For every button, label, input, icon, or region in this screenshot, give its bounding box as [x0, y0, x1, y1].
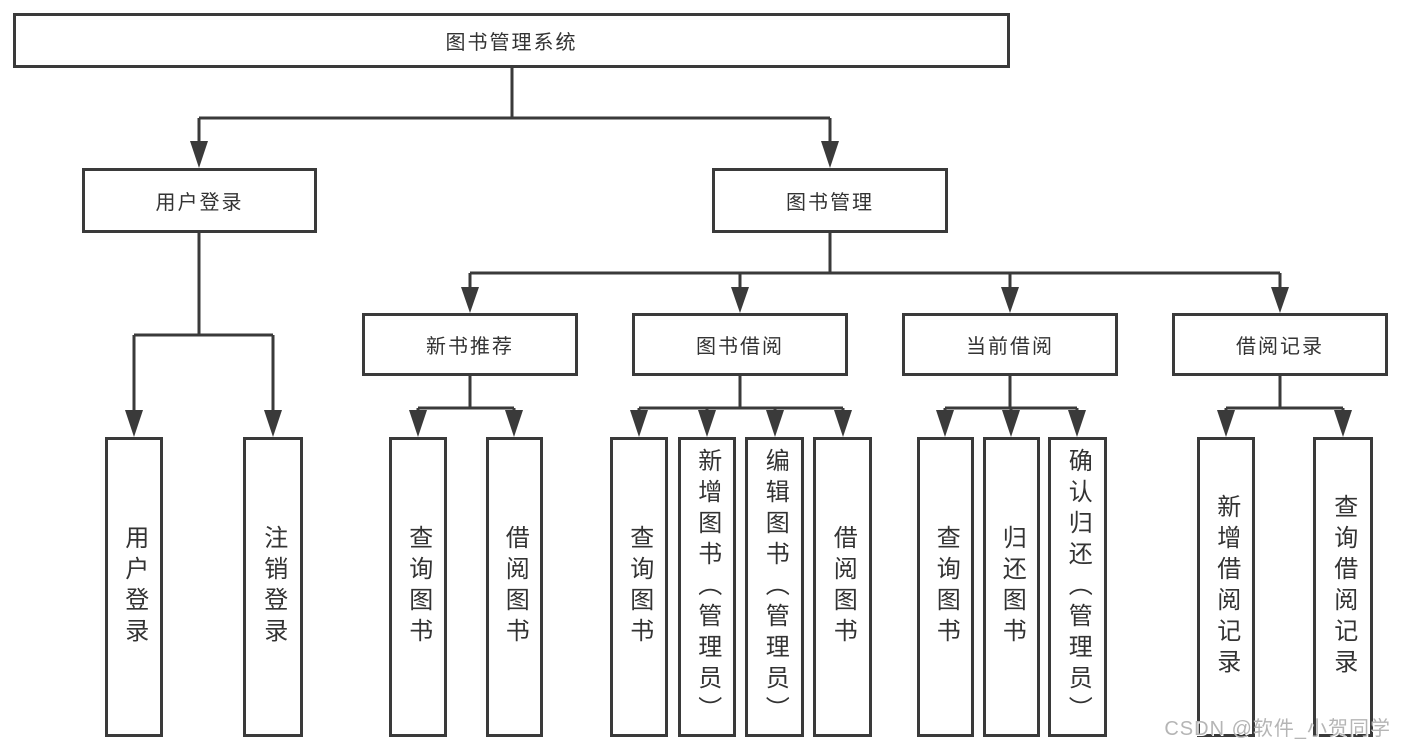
leaf-label: 用户登录 — [120, 525, 148, 649]
leaf-borrow-books-newbook: 借阅图书 — [486, 437, 543, 737]
arrow-down-icon — [125, 410, 143, 437]
csdn-watermark: CSDN @软件_小贺同学 — [1164, 718, 1391, 740]
arrow-down-icon — [1002, 410, 1020, 437]
leaf-label: 查询图书 — [404, 525, 432, 649]
node-borrowing-records: 借阅记录 — [1172, 313, 1388, 376]
arrow-down-icon — [630, 410, 648, 437]
arrow-down-icon — [1217, 410, 1235, 437]
leaf-query-books-borrowing: 查询图书 — [610, 437, 668, 737]
node-library-management-system: 图书管理系统 — [13, 13, 1010, 68]
leaf-logout: 注销登录 — [243, 437, 303, 737]
arrowheads — [125, 141, 1352, 437]
arrow-down-icon — [1001, 287, 1019, 313]
leaf-label: 借阅图书 — [829, 525, 857, 649]
arrow-down-icon — [190, 141, 208, 168]
leaf-borrow-books-borrowing: 借阅图书 — [813, 437, 872, 737]
node-label: 图书管理系统 — [445, 32, 578, 54]
node-label: 当前借阅 — [966, 336, 1054, 358]
leaf-query-books-newbook: 查询图书 — [389, 437, 447, 737]
arrow-down-icon — [1271, 287, 1289, 313]
leaf-query-borrow-record: 查询借阅记录 — [1313, 437, 1373, 737]
arrow-down-icon — [821, 141, 839, 168]
node-label: 借阅记录 — [1236, 336, 1324, 358]
arrow-down-icon — [834, 410, 852, 437]
leaf-edit-books-admin: 编辑图书（管理员） — [745, 437, 804, 737]
leaf-add-borrow-record: 新增借阅记录 — [1197, 437, 1255, 737]
node-book-management: 图书管理 — [712, 168, 948, 233]
leaf-label: 查询图书 — [932, 525, 960, 649]
leaf-label: 新增图书（管理员） — [693, 447, 721, 727]
leaf-confirm-return-admin: 确认归还（管理员） — [1048, 437, 1107, 737]
node-label: 用户登录 — [155, 192, 244, 214]
arrow-down-icon — [1334, 410, 1352, 437]
node-label: 图书管理 — [786, 192, 874, 214]
arrow-down-icon — [409, 410, 427, 437]
node-new-book-recommendation: 新书推荐 — [362, 313, 578, 376]
node-label: 图书借阅 — [696, 336, 784, 358]
connector-paths — [132, 68, 1345, 416]
node-book-borrowing: 图书借阅 — [632, 313, 848, 376]
leaf-label: 新增借阅记录 — [1212, 494, 1240, 680]
leaf-user-login: 用户登录 — [105, 437, 163, 737]
leaf-label: 查询借阅记录 — [1329, 494, 1357, 680]
arrow-down-icon — [698, 410, 716, 437]
leaf-add-books-admin: 新增图书（管理员） — [678, 437, 736, 737]
leaf-return-books: 归还图书 — [983, 437, 1040, 737]
leaf-label: 归还图书 — [998, 525, 1026, 649]
node-current-borrowing: 当前借阅 — [902, 313, 1118, 376]
leaf-query-books-current: 查询图书 — [917, 437, 974, 737]
arrow-down-icon — [731, 287, 749, 313]
arrow-down-icon — [264, 410, 282, 437]
arrow-down-icon — [766, 410, 784, 437]
leaf-label: 借阅图书 — [501, 525, 529, 649]
arrow-down-icon — [505, 410, 523, 437]
arrow-down-icon — [1068, 410, 1086, 437]
leaf-label: 查询图书 — [625, 525, 653, 649]
leaf-label: 确认归还（管理员） — [1064, 447, 1092, 727]
node-label: 新书推荐 — [426, 336, 514, 358]
leaf-label: 注销登录 — [259, 525, 287, 649]
leaf-label: 编辑图书（管理员） — [761, 447, 789, 727]
arrow-down-icon — [461, 287, 479, 313]
arrow-down-icon — [936, 410, 954, 437]
node-user-login: 用户登录 — [82, 168, 317, 233]
